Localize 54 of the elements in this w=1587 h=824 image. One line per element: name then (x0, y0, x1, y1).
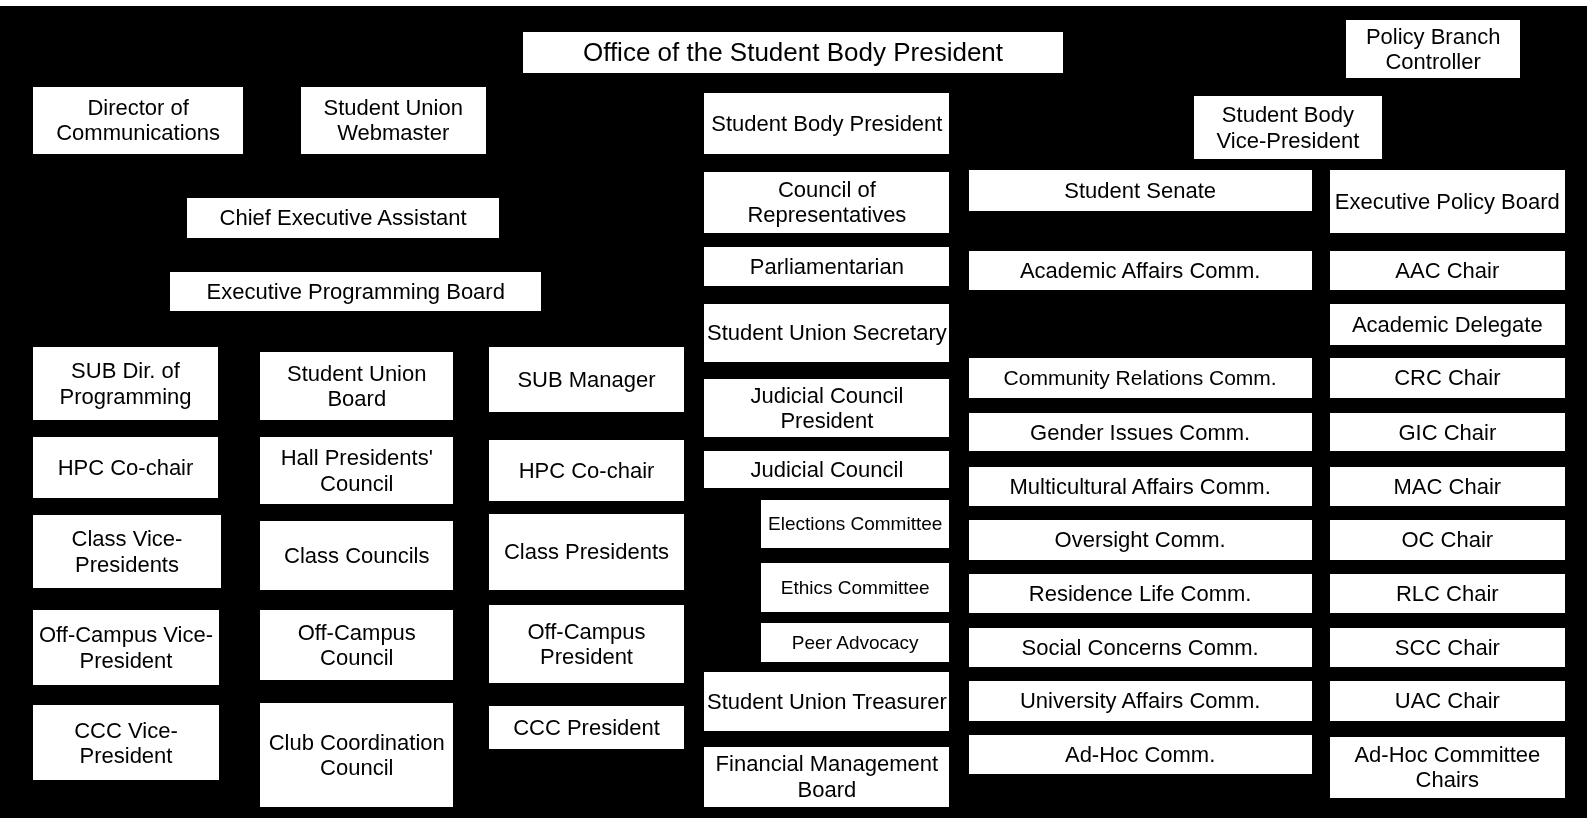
org-box: UAC Chair (1329, 681, 1565, 721)
org-box: Student Body President (704, 93, 950, 154)
org-box: Student Union Treasurer (704, 672, 950, 731)
org-box: Gender Issues Comm. (968, 412, 1312, 452)
org-box: CCC President (488, 706, 685, 749)
org-box: OC Chair (1329, 520, 1565, 560)
org-box: Residence Life Comm. (968, 573, 1312, 614)
org-box: Chief Executive Assistant (187, 198, 499, 238)
org-box: Class Vice-Presidents (33, 515, 221, 588)
org-box: Ethics Committee (761, 562, 950, 613)
org-box: Off-Campus President (488, 605, 685, 684)
org-box: SUB Manager (488, 347, 685, 412)
org-box: Academic Delegate (1329, 303, 1565, 346)
org-box: Council of Representatives (704, 172, 950, 233)
org-box: Ad-Hoc Comm. (968, 734, 1312, 775)
org-box: Club Coordination Council (260, 703, 454, 807)
org-box: CRC Chair (1329, 358, 1565, 398)
org-box: Off-Campus Vice-President (33, 610, 219, 686)
org-box: Peer Advocacy (761, 623, 950, 662)
org-box: Student Body Vice-President (1194, 96, 1382, 159)
org-box: Ad-Hoc Committee Chairs (1329, 736, 1565, 798)
org-box: Academic Affairs Comm. (968, 251, 1312, 291)
org-box: Student Union Secretary (704, 303, 950, 363)
org-box: Oversight Comm. (968, 520, 1312, 560)
org-box: Off-Campus Council (260, 610, 454, 681)
org-box: University Affairs Comm. (968, 681, 1312, 721)
org-box: AAC Chair (1329, 251, 1565, 291)
org-box: Multicultural Affairs Comm. (968, 466, 1312, 507)
org-box: Policy Branch Controller (1346, 20, 1521, 78)
org-box: Executive Policy Board (1329, 170, 1565, 233)
org-box: HPC Co-chair (33, 437, 218, 498)
org-box: Director of Communications (33, 87, 243, 154)
title-box: Office of the Student Body President (523, 32, 1063, 73)
org-box: Student Union Webmaster (300, 87, 486, 154)
org-box: Student Senate (968, 170, 1312, 211)
org-box: Class Presidents (488, 514, 685, 591)
org-box: Parliamentarian (704, 246, 950, 287)
org-box: GIC Chair (1329, 412, 1565, 452)
org-box: Social Concerns Comm. (968, 627, 1312, 667)
org-box: Hall Presidents' Council (260, 437, 454, 505)
org-box: Judicial Council (704, 451, 950, 488)
org-box: Financial Management Board (704, 746, 950, 807)
org-box: RLC Chair (1329, 573, 1565, 614)
org-box: MAC Chair (1329, 466, 1565, 507)
org-box: Class Councils (260, 521, 454, 591)
org-box: Elections Committee (761, 500, 950, 548)
org-box: SCC Chair (1329, 627, 1565, 667)
org-box: CCC Vice-President (33, 705, 219, 781)
org-box: Judicial Council President (704, 378, 950, 438)
org-box: HPC Co-chair (488, 440, 685, 501)
org-box: Community Relations Comm. (968, 358, 1312, 398)
org-box: Student Union Board (260, 352, 454, 420)
org-box: SUB Dir. of Programming (33, 347, 218, 420)
org-box: Executive Programming Board (170, 272, 542, 311)
